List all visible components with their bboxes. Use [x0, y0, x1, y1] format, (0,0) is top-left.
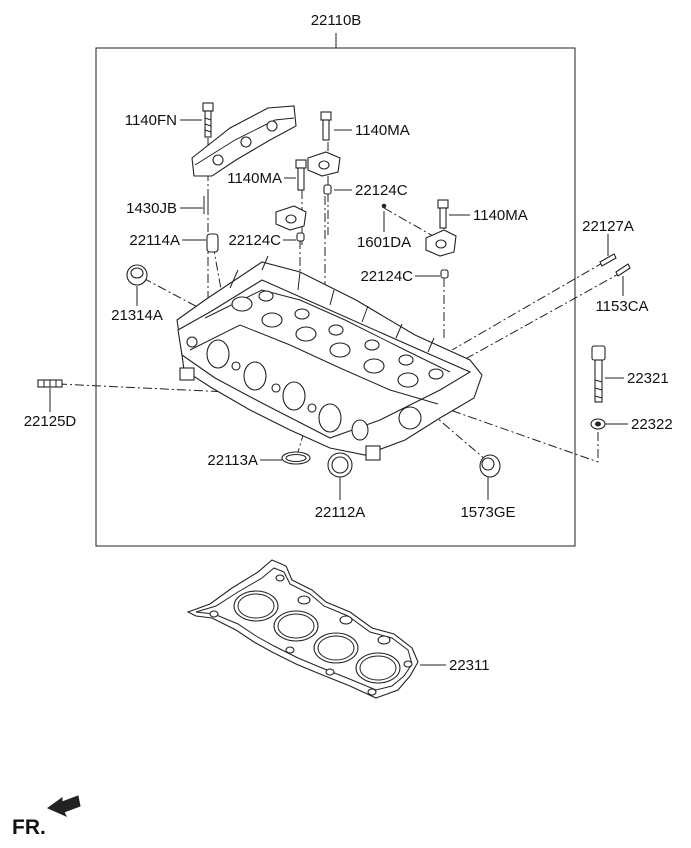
label-1140MA-top[interactable]: 1140MA — [355, 122, 410, 139]
pin-1601DA[interactable] — [381, 203, 387, 209]
seal-22112A[interactable] — [327, 452, 353, 478]
bolt-22321[interactable] — [591, 345, 606, 403]
label-22124C-low[interactable]: 22124C — [360, 268, 413, 285]
label-22112A[interactable]: 22112A — [315, 504, 366, 521]
port-openings — [186, 336, 422, 441]
label-1430JB[interactable]: 1430JB — [126, 200, 177, 217]
label-22114A[interactable]: 22114A — [129, 232, 180, 249]
plug-21314A[interactable] — [126, 264, 148, 286]
stud-22127A[interactable] — [599, 253, 617, 267]
stud-1153CA[interactable] — [615, 263, 631, 277]
head-gasket-22311[interactable] — [186, 559, 419, 699]
plug-22124C-top[interactable] — [323, 184, 332, 195]
pin-1430JB[interactable] — [203, 196, 209, 214]
bearing-cap-right[interactable] — [425, 229, 457, 257]
label-22125D[interactable]: 22125D — [24, 413, 77, 430]
bolt-1140MA-right[interactable] — [437, 199, 449, 229]
plug-22124C-mid[interactable] — [296, 232, 305, 242]
label-22321[interactable]: 22321 — [627, 370, 669, 387]
label-22124C-mid[interactable]: 22124C — [228, 232, 281, 249]
bolt-1140FN[interactable] — [202, 102, 214, 138]
washer-22322[interactable] — [590, 418, 606, 430]
label-22127A[interactable]: 22127A — [582, 218, 634, 235]
seal-22113A[interactable] — [281, 451, 311, 465]
label-22124C-top[interactable]: 22124C — [355, 182, 408, 199]
plug-1573GE[interactable] — [479, 454, 501, 478]
bolt-1140MA-mid[interactable] — [295, 159, 307, 191]
label-1140MA-right[interactable]: 1140MA — [473, 207, 528, 224]
stud-22125D[interactable] — [37, 379, 63, 388]
camshaft-bore-row — [231, 290, 444, 388]
label-1153CA[interactable]: 1153CA — [595, 298, 648, 315]
label-22311[interactable]: 22311 — [449, 657, 490, 674]
label-1140FN[interactable]: 1140FN — [125, 112, 177, 129]
head-ribs — [229, 255, 435, 353]
label-22322[interactable]: 22322 — [631, 416, 673, 433]
label-22113A[interactable]: 22113A — [207, 452, 258, 469]
label-21314A[interactable]: 21314A — [111, 307, 163, 324]
bolt-1140MA-top[interactable] — [320, 111, 332, 141]
front-direction-label: FR. — [12, 816, 46, 839]
bearing-cap-mid[interactable] — [307, 151, 341, 177]
label-1140MA-mid[interactable]: 1140MA — [227, 170, 282, 187]
label-1573GE[interactable]: 1573GE — [460, 504, 515, 521]
label-22110B[interactable]: 22110B — [311, 12, 362, 29]
leader-lines — [49, 119, 628, 666]
label-1601DA[interactable]: 1601DA — [357, 234, 411, 251]
cylinder-head[interactable] — [176, 255, 483, 461]
plug-22124C-low[interactable] — [440, 269, 449, 279]
bearing-cap-front[interactable] — [191, 105, 297, 177]
bearing-cap-left[interactable] — [275, 205, 307, 231]
dowel-22114A[interactable] — [206, 233, 219, 253]
front-arrow-icon — [46, 795, 81, 818]
